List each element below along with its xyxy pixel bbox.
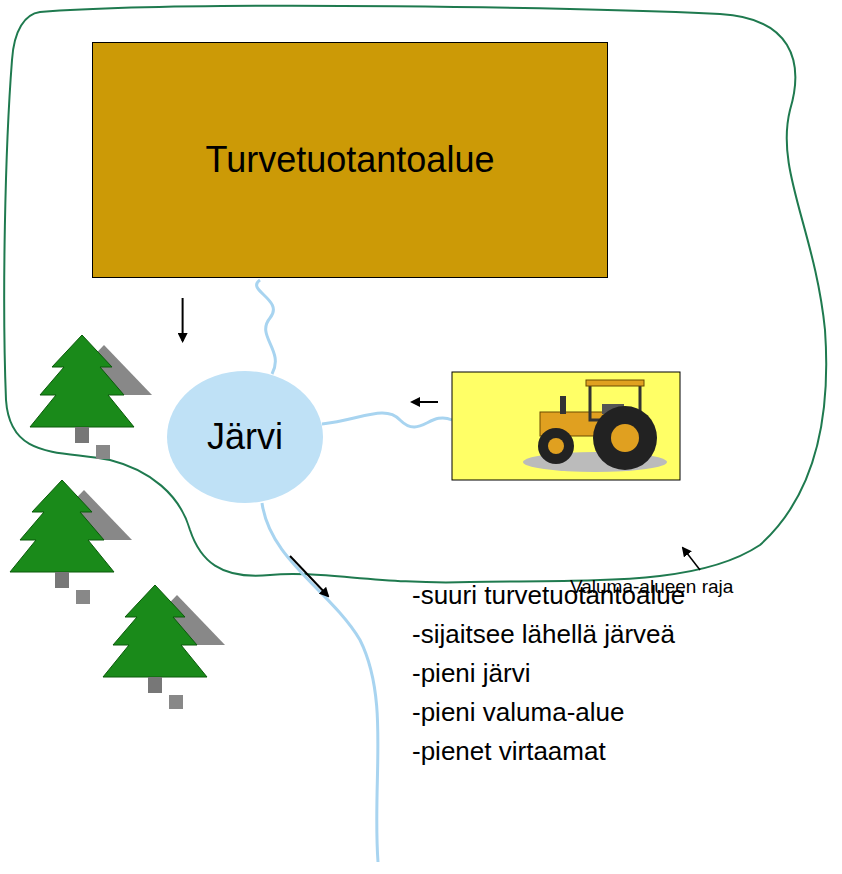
- note-line: -pienet virtaamat: [412, 736, 606, 767]
- tree: [10, 480, 132, 604]
- tree: [30, 335, 152, 459]
- note-line: -pieni valuma-alue: [412, 697, 624, 728]
- lake-ellipse: Järvi: [167, 371, 323, 503]
- flow-arrow: [412, 401, 438, 403]
- tractor: [523, 380, 667, 472]
- tree: [103, 585, 225, 709]
- leader-arrow: [683, 548, 700, 570]
- note-line: -pieni järvi: [412, 658, 531, 689]
- outflow-stream: [262, 503, 378, 862]
- node-text: Turvetuotantoalue: [206, 139, 495, 181]
- note-line: -suuri turvetuotantoalue: [412, 580, 685, 611]
- peat-area-box: Turvetuotantoalue: [92, 42, 608, 278]
- note-line: -sijaitsee lähellä järveä: [412, 619, 675, 650]
- inflow-stream: [257, 280, 276, 374]
- node-text: Järvi: [207, 416, 283, 458]
- flow-arrow: [290, 556, 328, 596]
- field: [452, 372, 680, 480]
- field-stream: [322, 413, 452, 427]
- flow-connector: [182, 298, 184, 341]
- catchment-boundary: [4, 6, 826, 583]
